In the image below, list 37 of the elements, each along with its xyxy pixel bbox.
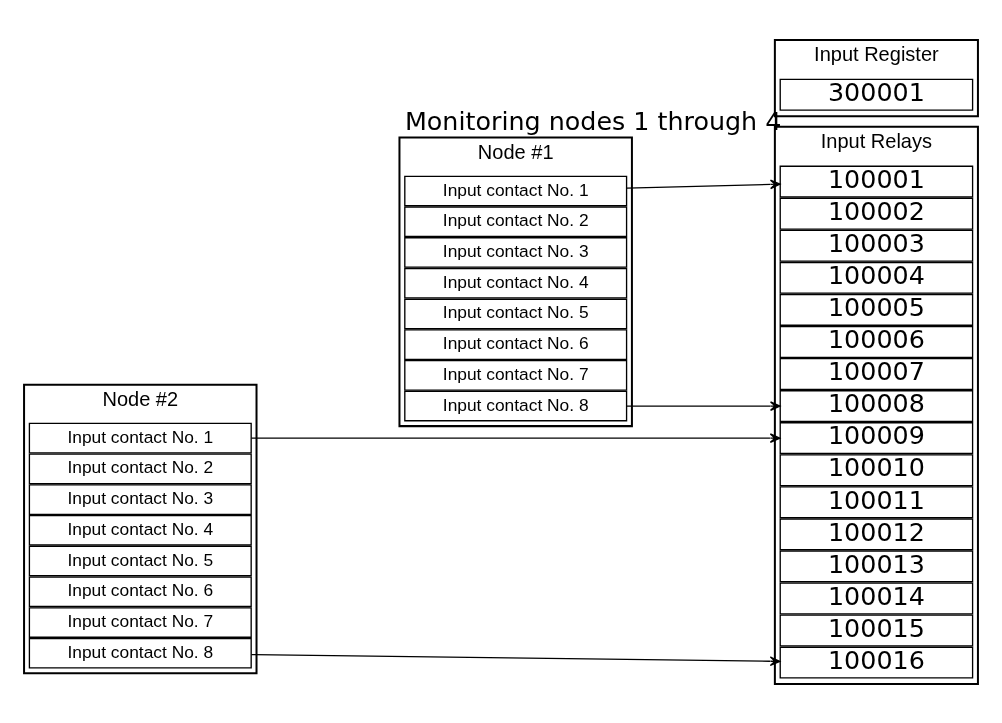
- node-box: 100001: [779, 165, 974, 198]
- node-box: 100003: [779, 229, 974, 262]
- node-box: 100016: [779, 646, 974, 679]
- node-box: 100010: [779, 453, 974, 486]
- node-box: Input contact No. 6: [404, 328, 628, 360]
- arrow: [250, 653, 781, 666]
- node-box: Input contact No. 1: [404, 175, 628, 206]
- node-box: Input contact No. 2: [28, 453, 252, 484]
- node-box: 100005: [779, 293, 974, 326]
- node-box: Input contact No. 3: [404, 236, 628, 268]
- node-box: 100007: [779, 357, 974, 390]
- node-box: 300001: [779, 78, 974, 111]
- node-box: 100015: [779, 614, 974, 647]
- node-box: 100013: [779, 549, 974, 582]
- node-box: Input contact No. 1: [28, 422, 252, 454]
- node-box: Input contact No. 4: [404, 267, 628, 299]
- node-box: Input contact No. 5: [404, 298, 628, 329]
- arrow: [250, 432, 781, 443]
- arrow: [626, 400, 781, 411]
- node-box: 100002: [779, 197, 974, 230]
- node-box: 100012: [779, 517, 974, 550]
- node-box: 100006: [779, 325, 974, 358]
- node-box: Input contact No. 2: [404, 205, 628, 237]
- node-box: 100008: [779, 389, 974, 422]
- node-box: Input contact No. 8: [28, 637, 252, 669]
- node-box: Input contact No. 8: [404, 390, 628, 421]
- node-box: Input contact No. 3: [28, 483, 252, 515]
- node-box: Input contact No. 7: [28, 606, 252, 638]
- node-box: Input contact No. 4: [28, 514, 252, 546]
- node-box: 100014: [779, 581, 974, 614]
- node-box: 100009: [779, 421, 974, 454]
- arrow: [626, 179, 781, 189]
- node-box: 100011: [779, 485, 974, 518]
- node-box: Input contact No. 7: [404, 359, 628, 391]
- node-box: Input contact No. 5: [28, 545, 252, 576]
- node-box: 100004: [779, 261, 974, 294]
- node-box: Input contact No. 6: [28, 575, 252, 607]
